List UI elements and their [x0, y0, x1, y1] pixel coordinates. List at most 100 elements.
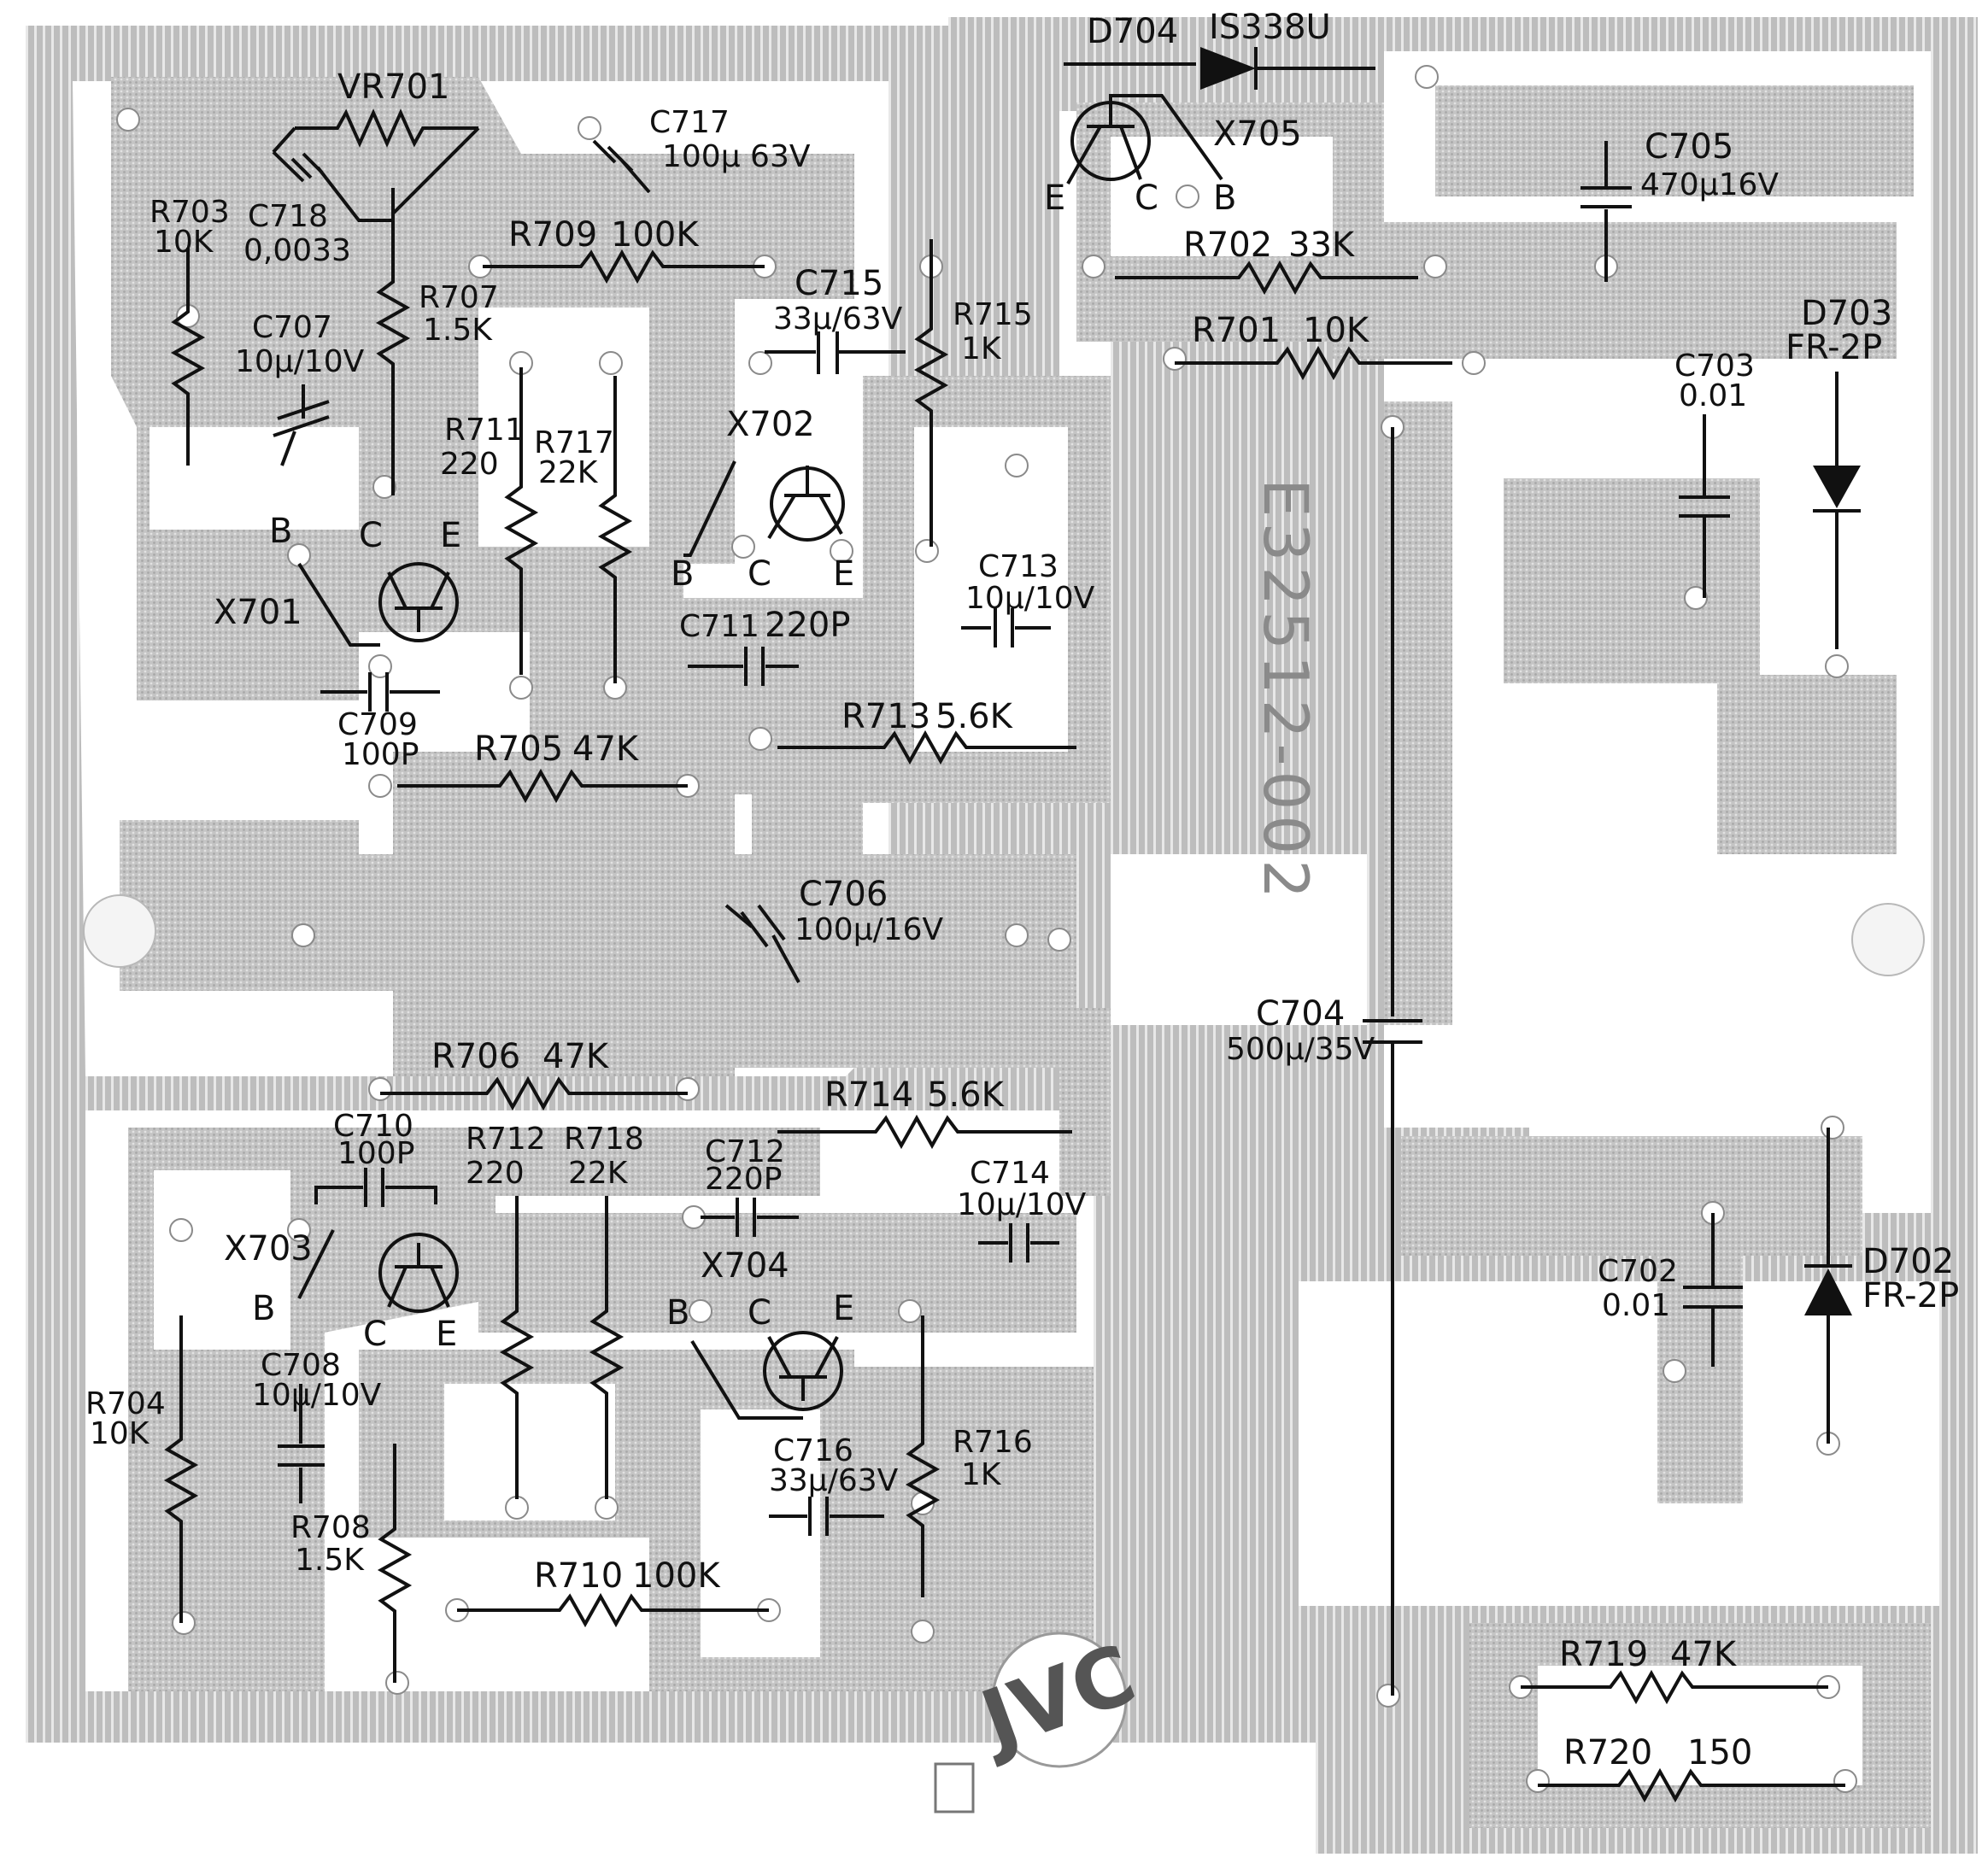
component-overlay-lower: R706 47K R714 5.6K C710 100P R712 220 R7…	[85, 1037, 1087, 1683]
r706-ref: R706	[431, 1037, 520, 1076]
r713-ref: R713	[842, 697, 930, 736]
c711-ref: C711	[679, 609, 759, 644]
x702-ref: X702	[726, 405, 815, 444]
x703-pin-c: C	[363, 1315, 387, 1354]
x701-pin-b: B	[269, 512, 292, 551]
c710-value: 100P	[337, 1136, 414, 1171]
c717-value: 100µ 63V	[662, 139, 811, 174]
r709: R709 100K	[483, 215, 765, 284]
r717-value: 22K	[538, 455, 599, 490]
c712: C712 220P	[701, 1134, 799, 1237]
r707-ref: R707	[419, 280, 499, 315]
r718-value: 22K	[568, 1156, 629, 1191]
d703: D703 FR-2P	[1786, 294, 1892, 649]
board-code: E32512-002	[1250, 478, 1322, 904]
r708: R708 1.5K	[290, 1444, 413, 1683]
c713-ref: C713	[978, 549, 1059, 584]
c712-ref: C712	[705, 1134, 785, 1169]
r704-ref: R704	[85, 1386, 166, 1421]
x703-pin-e: E	[436, 1315, 457, 1354]
c716: C716 33µ/63V	[769, 1433, 899, 1536]
r719-ref: R719	[1559, 1635, 1648, 1674]
c706-ref: C706	[799, 875, 888, 914]
d702: D702 FR-2P	[1804, 1128, 1959, 1444]
r705: R705 47K	[397, 729, 688, 804]
c709-value: 100P	[342, 737, 419, 772]
x704-pin-e: E	[833, 1289, 854, 1328]
r713-value: 5.6K	[935, 697, 1014, 736]
c707-value: 10µ/10V	[235, 344, 365, 379]
c715-value: 33µ/63V	[773, 302, 903, 337]
r716-ref: R716	[953, 1425, 1033, 1460]
c711: C711 220P	[679, 606, 850, 686]
c710: C710 100P	[314, 1109, 437, 1207]
c706: C706 100µ/16V	[724, 875, 944, 983]
c705-value: 470µ16V	[1640, 167, 1779, 202]
r711-ref: R711	[444, 413, 525, 448]
r706: R706 47K	[380, 1037, 688, 1111]
c702: C702 0.01	[1598, 1213, 1743, 1367]
x702: X702 B C E	[671, 405, 854, 594]
r701-value: 10K	[1303, 311, 1370, 350]
c704-value: 500µ/35V	[1226, 1032, 1375, 1067]
r712-ref: R712	[466, 1122, 546, 1157]
r717: R717 22K	[534, 376, 633, 683]
r705-ref: R705	[474, 729, 563, 769]
r708-value: 1.5K	[295, 1543, 365, 1578]
component-overlay-right: D704 IS338U X705 E C B C705 470µ16V R702…	[1044, 8, 1959, 1803]
r702-value: 33K	[1288, 226, 1356, 265]
x705-pin-e: E	[1044, 179, 1065, 218]
x701: X701 B C E	[214, 512, 461, 647]
c704: C704 500µ/35V	[1226, 427, 1422, 1696]
r710: R710 100K	[457, 1556, 769, 1628]
d703-value: FR-2P	[1786, 328, 1882, 367]
r715-value: 1K	[961, 331, 1002, 366]
r718: R718 22K	[564, 1122, 644, 1499]
r717-ref: R717	[534, 425, 614, 460]
r714-ref: R714	[824, 1075, 913, 1115]
x704-pin-b: B	[666, 1293, 689, 1333]
r706-value: 47K	[542, 1037, 610, 1076]
x705: X705 E C B	[1044, 94, 1302, 218]
c708: C708 10µ/10V	[252, 1348, 382, 1503]
r712-value: 220	[466, 1156, 525, 1191]
c708-ref: C708	[261, 1348, 341, 1383]
r707-value: 1.5K	[423, 313, 493, 348]
r710-value: 100K	[632, 1556, 721, 1596]
c705: C705 470µ16V	[1580, 127, 1779, 282]
c707-ref: C707	[252, 310, 332, 345]
x704-ref: X704	[701, 1246, 789, 1286]
r712: R712 220	[466, 1122, 546, 1499]
c709: C709 100P	[320, 672, 440, 772]
d702-ref: D702	[1862, 1242, 1954, 1281]
d704: D704 IS338U	[1064, 8, 1375, 90]
x704: X704 B C E	[666, 1246, 854, 1420]
r701-ref: R701	[1192, 311, 1281, 350]
c703-ref: C703	[1674, 349, 1755, 384]
c708-value: 10µ/10V	[252, 1378, 382, 1413]
c715-ref: C715	[795, 264, 883, 303]
x702-pin-c: C	[748, 554, 771, 594]
x705-pin-c: C	[1135, 179, 1158, 218]
c703: C703 0.01	[1674, 349, 1755, 598]
r720-value: 150	[1687, 1733, 1752, 1772]
x701-pin-e: E	[440, 516, 461, 555]
c710-ref: C710	[333, 1109, 413, 1144]
c714-value: 10µ/10V	[957, 1187, 1087, 1222]
x704-pin-c: C	[748, 1293, 771, 1333]
r702: R702 33K	[1115, 226, 1418, 296]
r716-value: 1K	[961, 1457, 1002, 1492]
r704: R704 10K	[85, 1315, 199, 1623]
c706-value: 100µ/16V	[795, 912, 944, 947]
r709-value: 100K	[611, 215, 700, 255]
r703-value: 10K	[154, 225, 214, 260]
r708-ref: R708	[290, 1510, 371, 1545]
c716-value: 33µ/63V	[769, 1463, 899, 1498]
r720-ref: R720	[1563, 1733, 1652, 1772]
x703-ref: X703	[224, 1229, 313, 1268]
r703: R703 10K	[150, 195, 230, 466]
r702-ref: R702	[1183, 226, 1272, 265]
x705-ref: X705	[1213, 114, 1302, 154]
